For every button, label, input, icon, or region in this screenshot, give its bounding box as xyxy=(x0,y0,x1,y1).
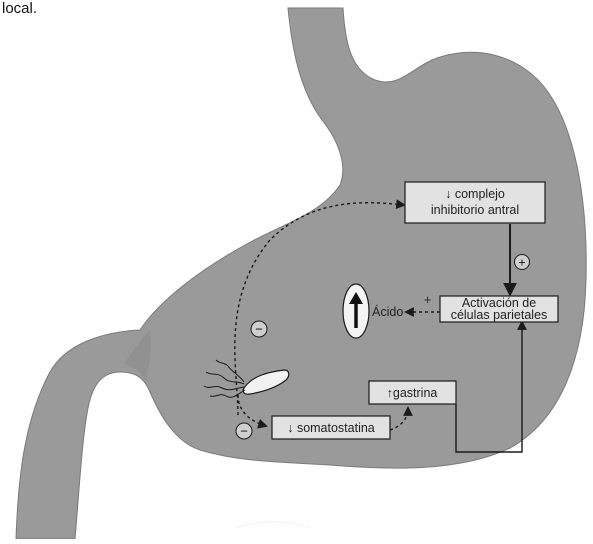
box-gastrina: ↑gastrina xyxy=(369,381,456,404)
minus-upper-text: − xyxy=(255,322,263,337)
bottom-artifact xyxy=(236,522,310,528)
minus-lower-text: − xyxy=(240,424,248,439)
minus-circle-icon-lower: − xyxy=(236,423,252,439)
activacion-line2: células parietales xyxy=(451,308,548,322)
gastrina-text: ↑gastrina xyxy=(387,386,438,400)
box-activacion-parietales: Activación de células parietales xyxy=(440,296,558,322)
box-complejo-inhibitorio: ↓ complejo inhibitorio antral xyxy=(405,182,545,223)
minus-circle-icon-upper: − xyxy=(251,321,267,337)
box-somatostatina: ↓ somatostatina xyxy=(272,416,390,439)
acido-label: Ácido xyxy=(372,304,403,319)
plus-small-label: + xyxy=(424,293,431,307)
complejo-line1: ↓ complejo xyxy=(445,187,505,201)
plus-circle-text: + xyxy=(518,256,525,270)
acid-increase-icon xyxy=(343,284,369,338)
caption-fragment: local. xyxy=(2,0,37,17)
somatostatina-text: ↓ somatostatina xyxy=(287,421,375,435)
complejo-line2: inhibitorio antral xyxy=(431,203,519,217)
plus-circle-icon: + xyxy=(515,255,530,270)
stomach-shape xyxy=(16,8,586,539)
